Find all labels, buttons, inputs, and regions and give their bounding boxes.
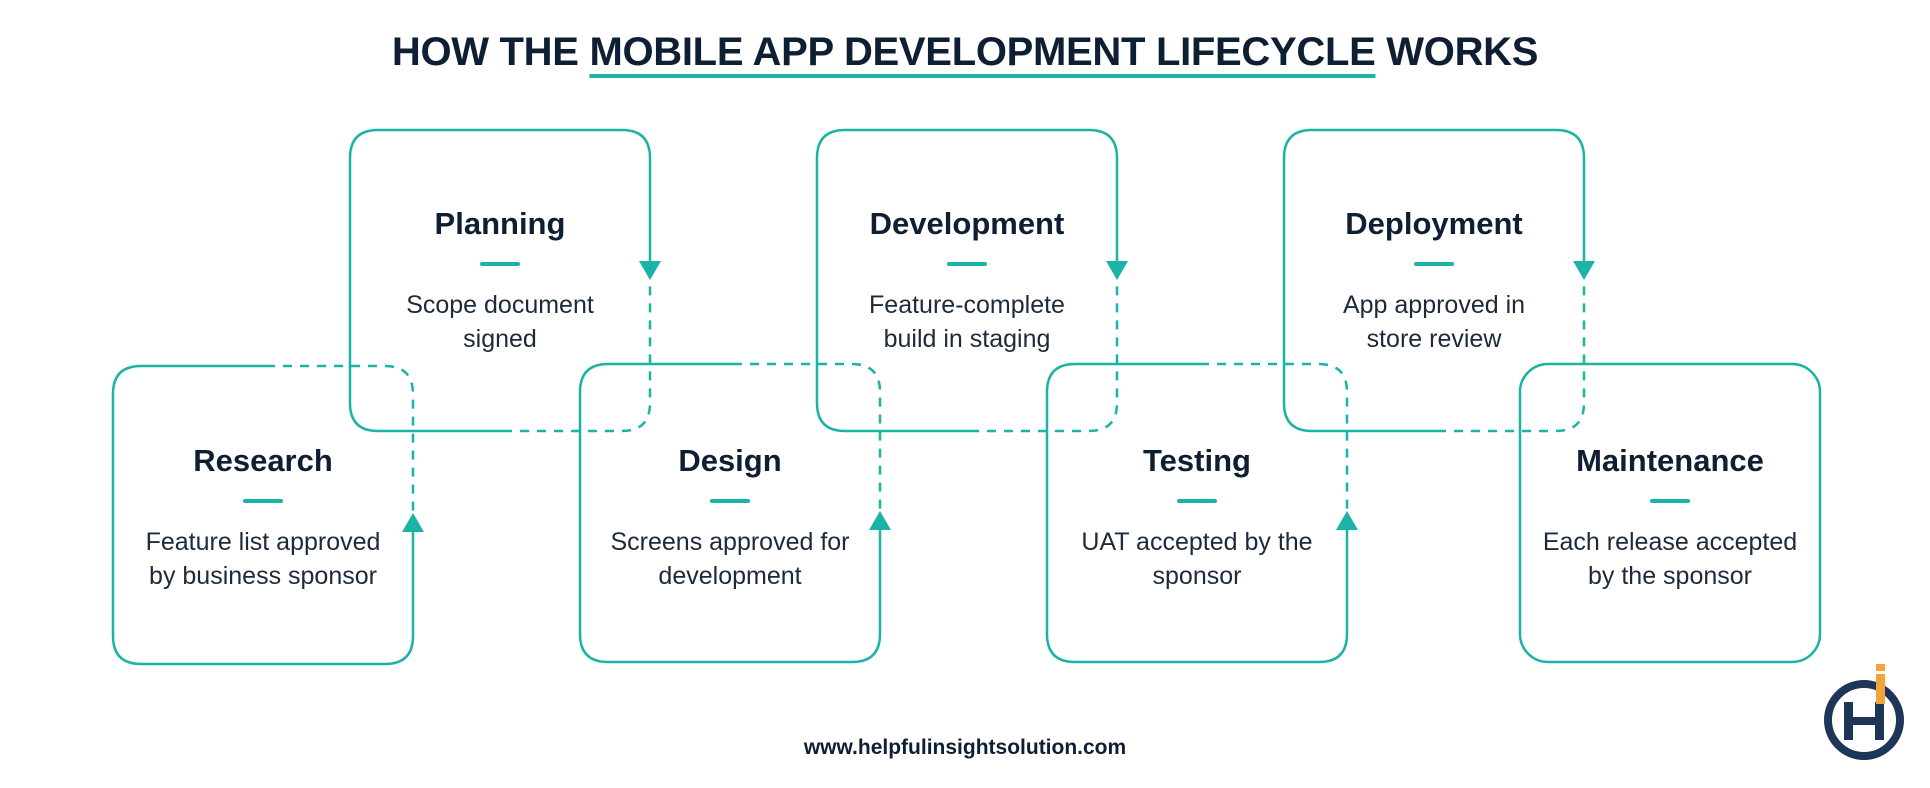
stage-maintenance: Maintenance Each release accepted by the… [1520, 443, 1820, 593]
title-suffix: WORKS [1375, 30, 1539, 74]
development-box-outline [815, 128, 1119, 433]
title-highlight: MOBILE APP DEVELOPMENT LIFECYCLE [589, 30, 1376, 74]
research-box-outline [111, 364, 415, 666]
stage-development: Development Feature-complete build in st… [817, 206, 1117, 356]
stage-title: Research [193, 443, 333, 478]
stage-divider [710, 499, 750, 503]
stage-divider [1650, 499, 1690, 503]
stage-divider [1414, 262, 1454, 266]
arrow-down-icon [639, 261, 661, 280]
stage-divider [1177, 499, 1217, 503]
stage-description: Feature list approved by business sponso… [145, 528, 381, 590]
stage-description: Screens approved for development [610, 528, 850, 590]
arrow-up-icon [402, 513, 424, 532]
development-box-dashed [970, 270, 1119, 433]
stage-title: Design [678, 443, 782, 478]
stage-divider [243, 499, 283, 503]
testing-box-outline [1045, 362, 1349, 664]
stage-title: Maintenance [1576, 443, 1764, 478]
stage-research: Research Feature list approved by busine… [113, 443, 413, 593]
stage-testing: Testing UAT accepted by the sponsor [1047, 443, 1347, 593]
stage-design: Design Screens approved for development [580, 443, 880, 593]
arrow-down-icon [1573, 261, 1595, 280]
stage-description: Each release accepted by the sponsor [1542, 528, 1798, 590]
stage-title: Testing [1143, 443, 1251, 478]
stage-deployment: Deployment App approved in store review [1284, 206, 1584, 356]
deployment-box-dashed [1437, 270, 1586, 433]
testing-box-dashed [1200, 362, 1349, 528]
stage-description: UAT accepted by the sponsor [1081, 528, 1313, 590]
page-title: HOW THE MOBILE APP DEVELOPMENT LIFECYCLE… [0, 30, 1930, 75]
stage-planning: Planning Scope document signed [350, 206, 650, 356]
stage-title: Deployment [1345, 206, 1523, 241]
stage-divider [480, 262, 520, 266]
deployment-box-outline [1282, 128, 1586, 433]
arrow-up-icon [1336, 511, 1358, 530]
stage-description: Scope document signed [406, 291, 594, 353]
stage-title: Development [869, 206, 1065, 241]
planning-box-dashed [503, 270, 652, 433]
design-box-outline [578, 362, 882, 664]
stage-divider [947, 262, 987, 266]
footer-url: www.helpfulinsightsolution.com [803, 736, 1127, 759]
research-box-dashed [266, 364, 415, 530]
arrow-down-icon [1106, 261, 1128, 280]
design-box-dashed [733, 362, 882, 528]
maintenance-box-outline [1518, 362, 1822, 664]
stage-description: Feature-complete build in staging [869, 291, 1065, 353]
stage-description: App approved in store review [1342, 291, 1526, 353]
planning-box-outline [348, 128, 652, 433]
stage-title: Planning [434, 206, 566, 241]
arrow-up-icon [869, 511, 891, 530]
hi-logo-icon [1824, 664, 1904, 760]
title-prefix: HOW THE [391, 30, 590, 74]
